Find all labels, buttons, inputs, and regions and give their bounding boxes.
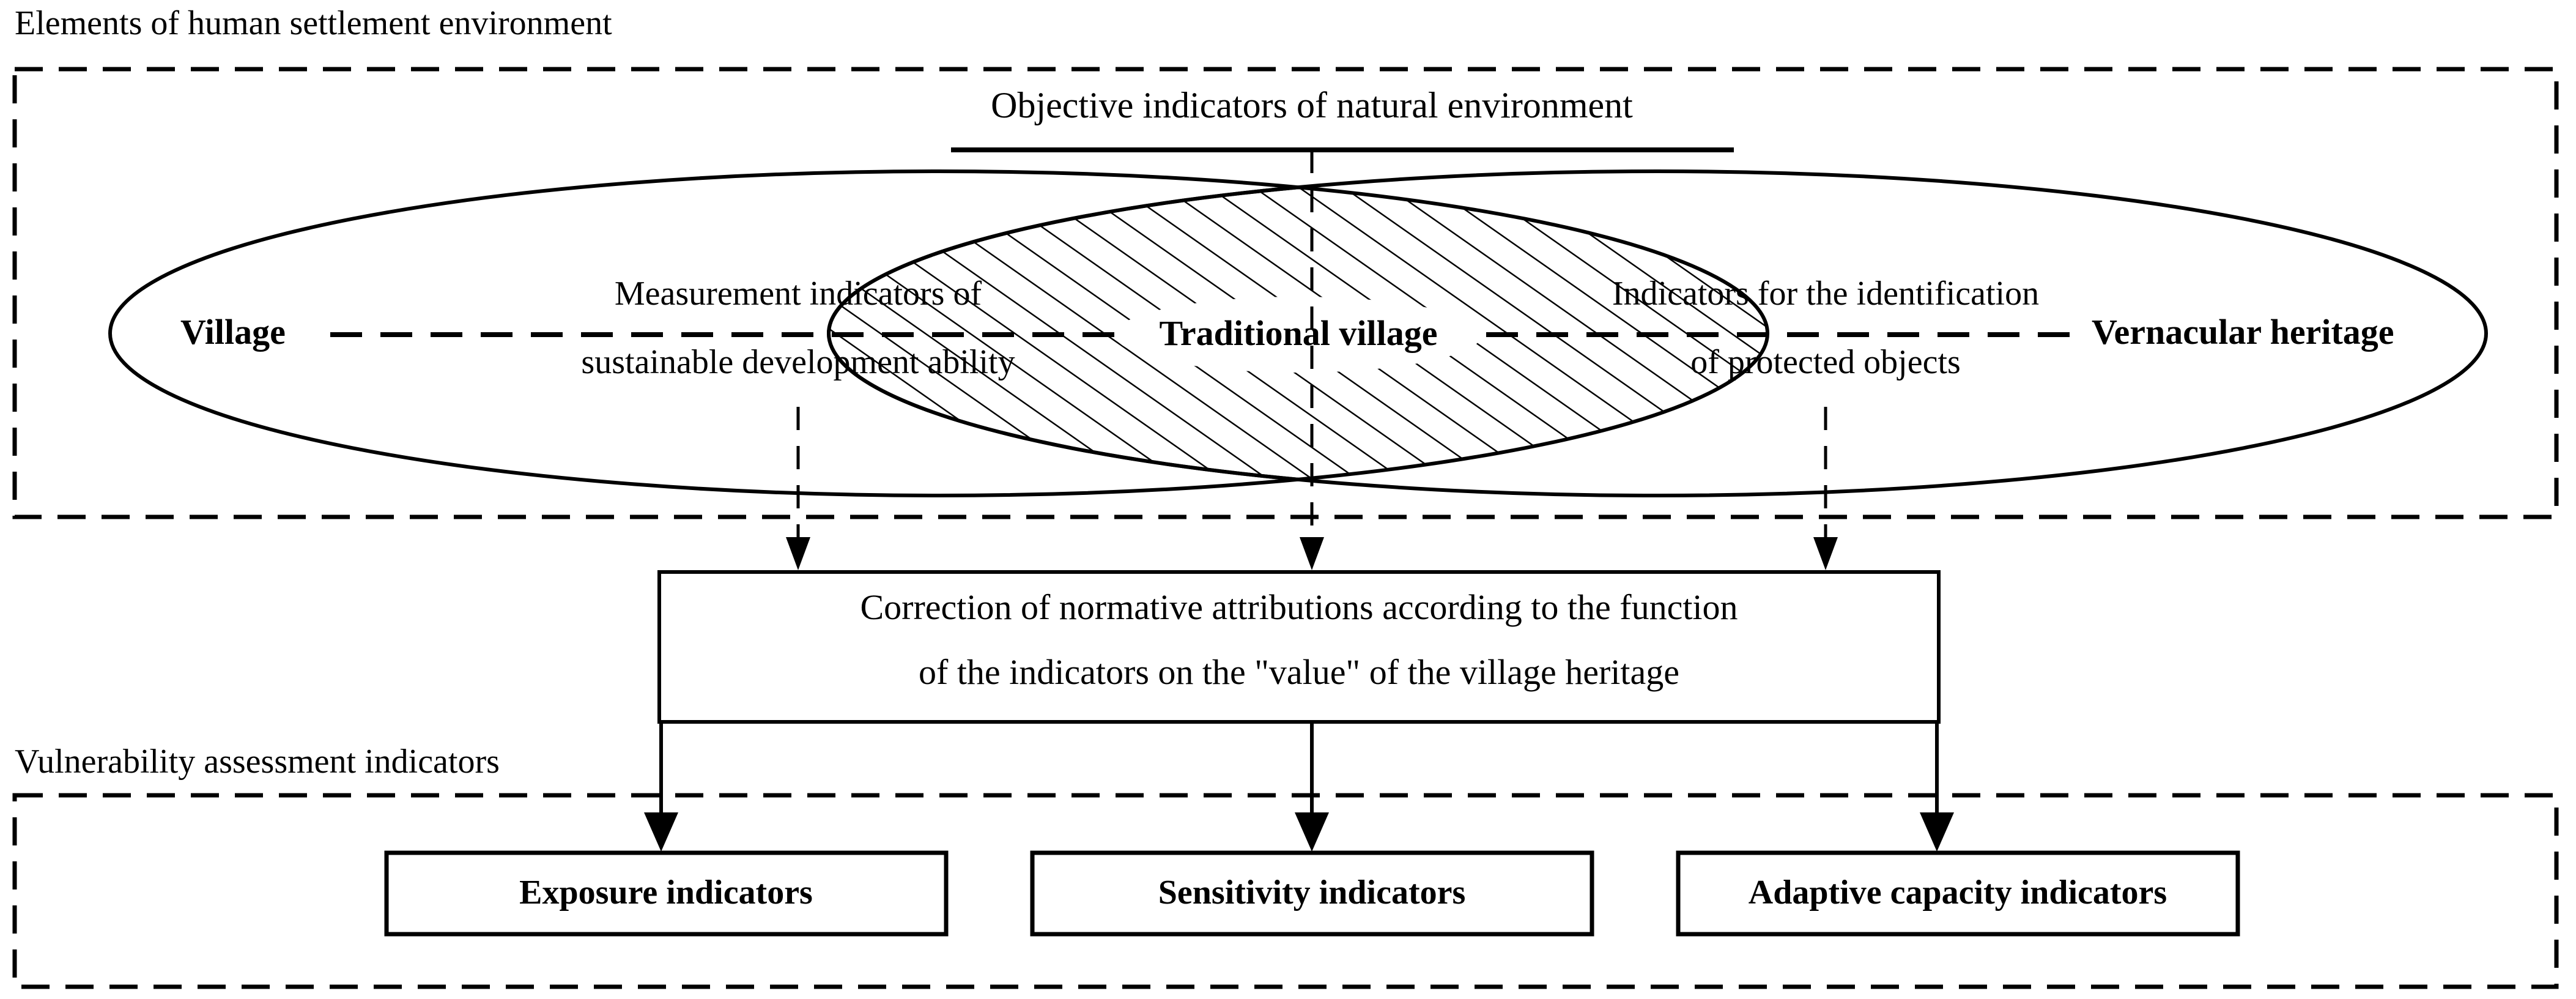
edge-label-measurement-line1: Measurement indicators of [614,275,982,313]
indicator-box-sensitivity[interactable] [1030,850,1594,937]
arrowhead-right-into-correction [1813,537,1838,570]
edge-label-identification-line2: of protected objects [1690,343,1961,381]
indicator-box-exposure[interactable] [384,850,949,937]
correction-box-frame [657,570,1941,724]
correction-box-line1: Correction of normative attributions acc… [860,587,1738,627]
correction-box-line2: of the indicators on the "value" of the … [919,652,1679,692]
arrowhead-adaptive [1920,812,1954,852]
arrowhead-left-into-correction [786,537,810,570]
indicator-label-adaptive-capacity: Adaptive capacity indicators [1748,874,2167,912]
indicator-box-adaptive[interactable] [1676,850,2240,937]
venn-label-village: Village [180,312,286,352]
edge-label-measurement-line2: sustainable development ability [581,343,1015,381]
arrowhead-exposure [644,812,678,852]
venn-label-traditional-village: Traditional village [1159,313,1438,353]
arrowhead-center-into-correction [1300,537,1324,570]
venn-label-vernacular-heritage: Vernacular heritage [2092,312,2394,352]
region-label-bottom: Vulnerability assessment indicators [15,743,500,781]
indicator-label-sensitivity: Sensitivity indicators [1158,874,1466,912]
objective-indicators-label: Objective indicators of natural environm… [991,85,1633,125]
indicator-label-exposure: Exposure indicators [519,874,813,912]
edge-label-identification-line1: Indicators for the identification [1612,275,2040,313]
arrowhead-sensitivity [1295,812,1329,852]
region-label-top: Elements of human settlement environment [15,4,612,42]
intersection-label-plate [1115,297,1482,373]
